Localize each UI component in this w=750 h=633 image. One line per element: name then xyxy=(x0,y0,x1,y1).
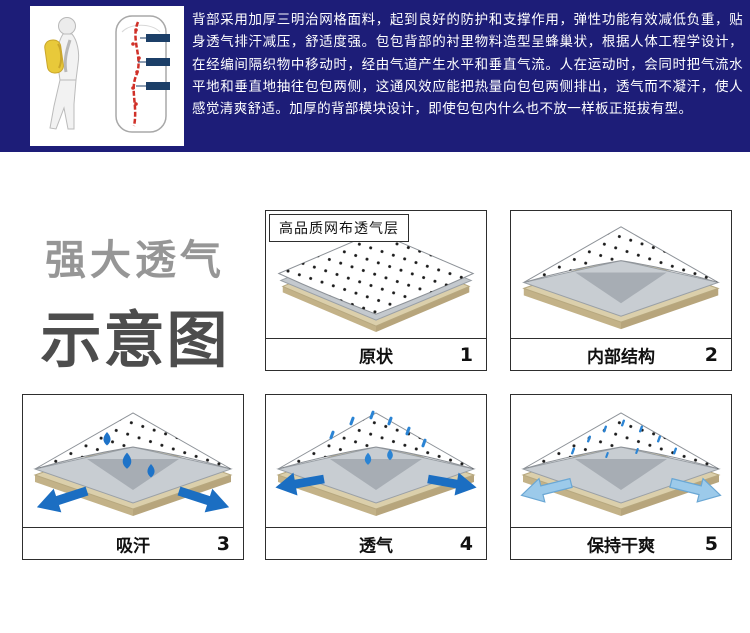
panel-caption: 保持干爽 5 xyxy=(511,527,731,559)
panel-label: 吸汗 xyxy=(116,536,150,556)
section-title: 强大透气 示意图 xyxy=(15,226,255,379)
panel-label: 原状 xyxy=(359,347,393,367)
mesh-dry-diagram xyxy=(511,395,731,527)
header-banner: 背部采用加厚三明治网格面料，起到良好的防护和支撑作用，弹性功能有效减低负重，贴身… xyxy=(0,0,750,152)
yellow-backpack xyxy=(44,39,64,74)
spine-diagram xyxy=(115,15,170,133)
panel-number: 3 xyxy=(216,532,230,555)
mesh-top-layer xyxy=(522,412,720,470)
panel-caption: 吸汗 3 xyxy=(23,527,243,559)
panel-caption: 透气 4 xyxy=(266,527,486,559)
mesh-airflow-diagram xyxy=(266,395,486,527)
panel-label: 保持干爽 xyxy=(587,536,655,556)
panel-number: 4 xyxy=(459,532,473,555)
banner-description: 背部采用加厚三明治网格面料，起到良好的防护和支撑作用，弹性功能有效减低负重，贴身… xyxy=(192,12,743,118)
panel-caption: 原状 1 xyxy=(266,338,486,370)
mesh-top-layer xyxy=(523,226,719,283)
panel-sweat-absorb: 吸汗 3 xyxy=(22,394,244,560)
mesh-top-layer xyxy=(277,231,475,315)
panel-stay-dry: 保持干爽 5 xyxy=(510,394,732,560)
panel-breathable: 透气 4 xyxy=(265,394,487,560)
mesh-peeled-diagram xyxy=(511,211,731,338)
mesh-top-layer xyxy=(34,412,232,470)
panel-number: 1 xyxy=(459,343,473,366)
mesh-layer-tag: 高品质网布透气层 xyxy=(269,214,409,242)
panel-inner-structure: 内部结构 2 xyxy=(510,210,732,371)
panel-number: 5 xyxy=(704,532,718,555)
mesh-flat-diagram xyxy=(266,211,486,338)
mesh-top-layer xyxy=(277,412,475,470)
panel-number: 2 xyxy=(704,343,718,366)
panel-label: 内部结构 xyxy=(587,347,655,367)
panel-original-state: 高品质网布透气层 原状 1 xyxy=(265,210,487,371)
person-backpack-diagram xyxy=(44,15,170,133)
section-title-line2: 示意图 xyxy=(40,305,230,376)
mesh-sweat-diagram xyxy=(23,395,243,527)
panel-caption: 内部结构 2 xyxy=(511,338,731,370)
ergonomic-back-illustration xyxy=(30,6,184,146)
section-title-line1: 强大透气 xyxy=(45,236,225,284)
spine-label-tags xyxy=(136,34,170,90)
panel-label: 透气 xyxy=(359,536,393,556)
